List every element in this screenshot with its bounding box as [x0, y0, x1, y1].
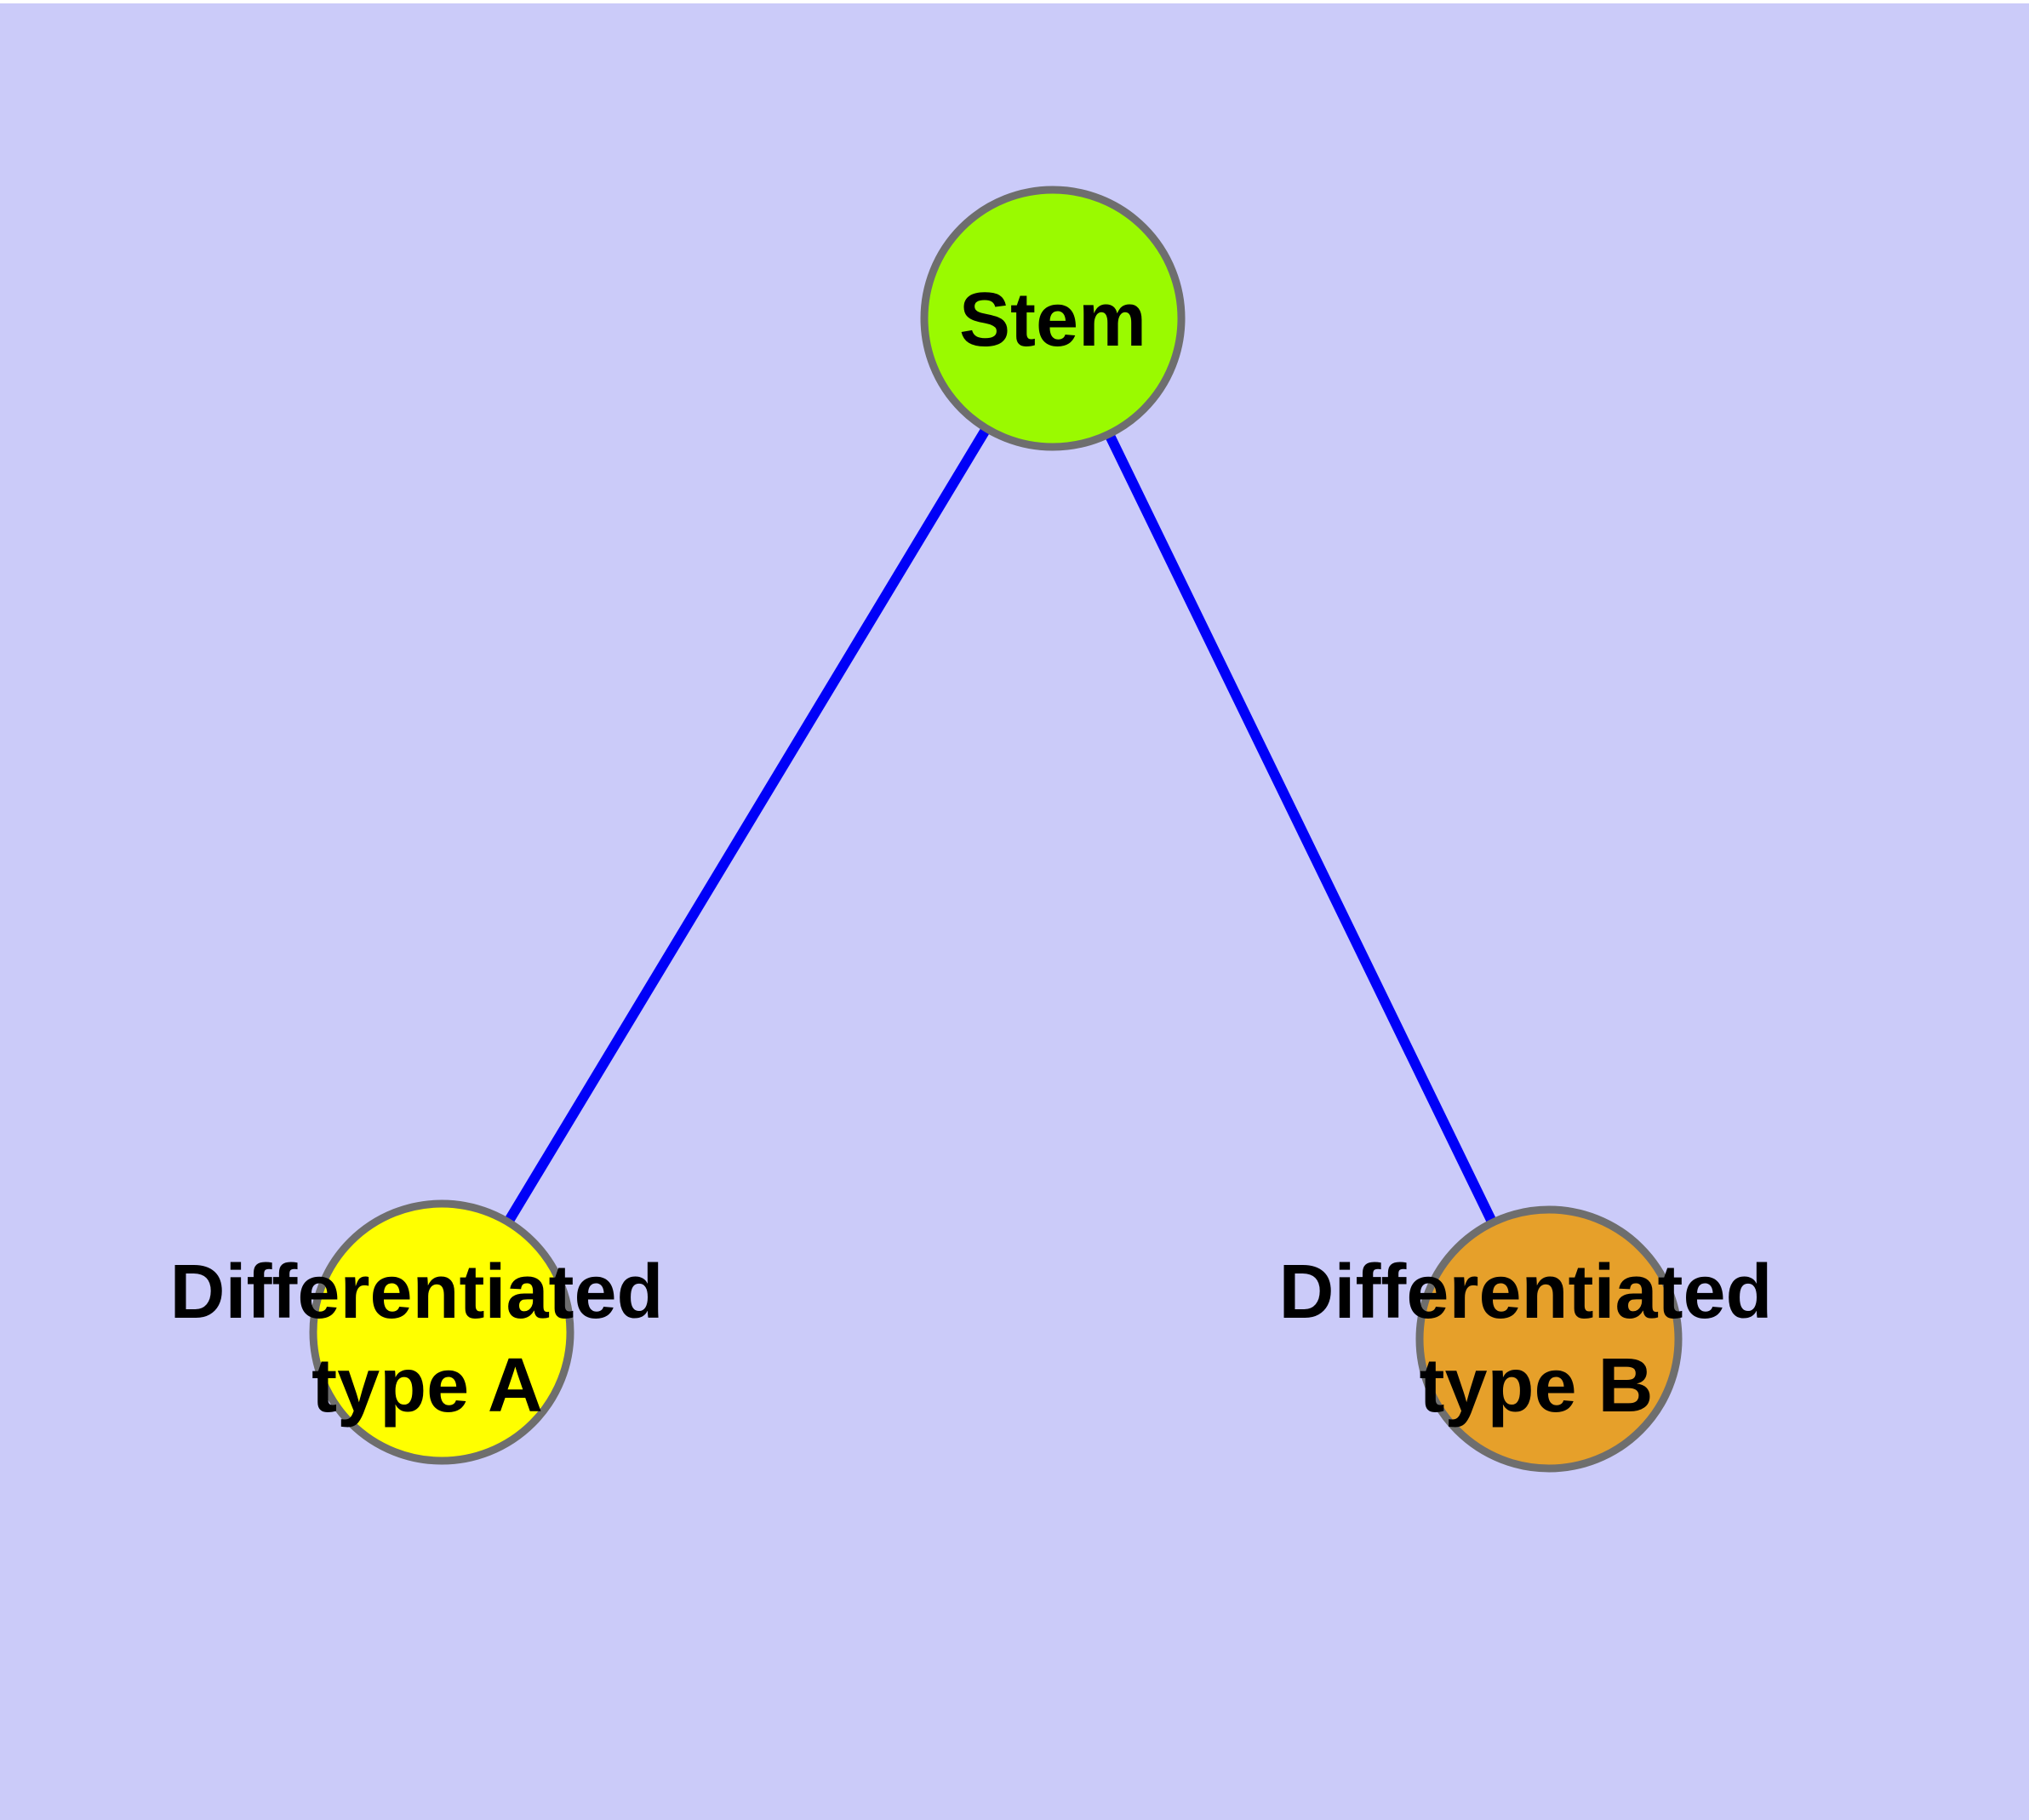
label-line-2: type A [311, 1343, 543, 1428]
node-stem: Stem [920, 186, 1186, 451]
node-differentiated-type-a-circle [309, 1199, 574, 1465]
edge-stem-to-type-a [437, 315, 1058, 1336]
node-differentiated-type-a-label: Differentiated type A [169, 1250, 684, 1428]
node-differentiated-type-b: Differentiated type B [1278, 1205, 1793, 1473]
label-line-2: type B [1419, 1343, 1653, 1428]
node-stem-circle [920, 186, 1186, 451]
node-stem-label: Stem [959, 278, 1146, 363]
node-differentiated-type-a: Differentiated type A [169, 1199, 684, 1465]
edge-stem-to-type-b [1048, 316, 1554, 1342]
node-differentiated-type-b-circle [1415, 1205, 1683, 1473]
label-line-1: Differentiated [1278, 1250, 1772, 1335]
node-differentiated-type-b-label: Differentiated type B [1278, 1250, 1793, 1428]
label-line-1: Differentiated [169, 1250, 663, 1335]
